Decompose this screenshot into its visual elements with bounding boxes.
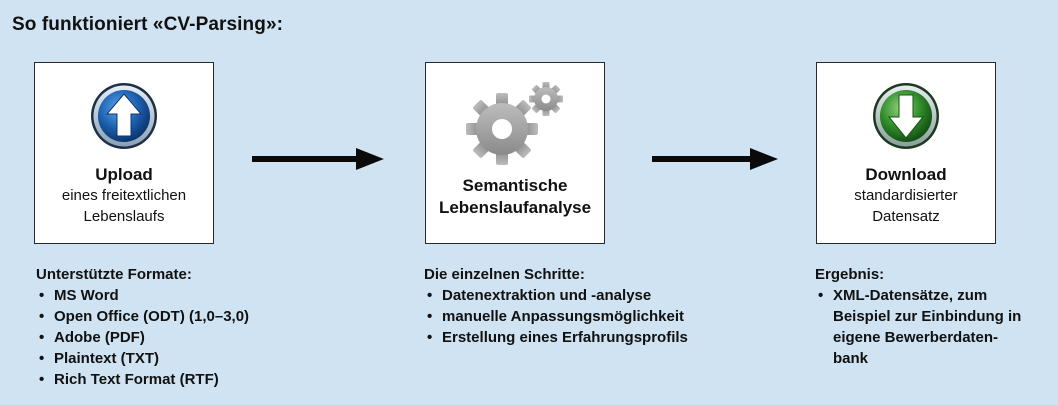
list-item: Rich Text Format (RTF) — [36, 369, 249, 390]
list-item-text: eigene Bewerberdaten- — [833, 329, 999, 346]
list-item: manuelle Anpassungsmöglichkeit — [424, 306, 688, 327]
result-list: Ergebnis: XML-Datensätze, zum Beispiel z… — [815, 264, 1021, 369]
upload-heading: Upload — [95, 165, 153, 184]
download-subline-2: Datensatz — [872, 208, 940, 225]
diagram-title: So funktioniert «CV-Parsing»: — [12, 14, 284, 35]
flow-arrow-2 — [652, 146, 778, 177]
analysis-step-label: Semantische Lebenslaufanalyse — [426, 175, 604, 219]
analysis-step-box: Semantische Lebenslaufanalyse — [425, 62, 605, 244]
download-arrow-icon — [871, 81, 941, 156]
upload-step-box: Upload eines freitextlichen Lebenslaufs — [34, 62, 214, 244]
download-step-box: Download standardisierter Datensatz — [816, 62, 996, 244]
download-heading: Download — [865, 165, 947, 184]
steps-list: Die einzelnen Schritte: Datenextraktion … — [424, 264, 688, 348]
analysis-line-1: Semantische — [462, 176, 568, 195]
list-item: Adobe (PDF) — [36, 327, 249, 348]
upload-step-label: Upload eines freitextlichen Lebenslaufs — [35, 164, 213, 227]
steps-list-title: Die einzelnen Schritte: — [424, 266, 585, 283]
list-item: Plaintext (TXT) — [36, 348, 249, 369]
upload-subline-2: Lebenslaufs — [83, 208, 165, 225]
list-item-continuation: eigene Bewerberdaten- — [815, 327, 1021, 348]
download-step-label: Download standardisierter Datensatz — [817, 164, 995, 227]
download-subline-1: standardisierter — [854, 187, 958, 204]
list-item-continuation: bank — [815, 348, 1021, 369]
gears-icon — [460, 81, 570, 176]
list-item: MS Word — [36, 285, 249, 306]
list-item-text: bank — [833, 350, 869, 367]
formats-list: Unterstützte Formate: MS Word Open Offic… — [36, 264, 249, 390]
list-item: XML-Datensätze, zum — [815, 285, 1021, 306]
list-item: Erstellung eines Erfahrungsprofils — [424, 327, 688, 348]
flow-arrow-1 — [252, 146, 384, 177]
list-item: Open Office (ODT) (1,0–3,0) — [36, 306, 249, 327]
upload-subline-1: eines freitextlichen — [61, 187, 187, 204]
result-list-title: Ergebnis: — [815, 266, 885, 283]
upload-arrow-icon — [89, 81, 159, 156]
formats-list-title: Unterstützte Formate: — [36, 266, 192, 283]
list-item-text: Beispiel zur Einbindung in — [833, 308, 1022, 325]
list-item: Datenextraktion und -analyse — [424, 285, 688, 306]
list-item-continuation: Beispiel zur Einbindung in — [815, 306, 1021, 327]
analysis-line-2: Lebenslaufanalyse — [438, 198, 592, 217]
